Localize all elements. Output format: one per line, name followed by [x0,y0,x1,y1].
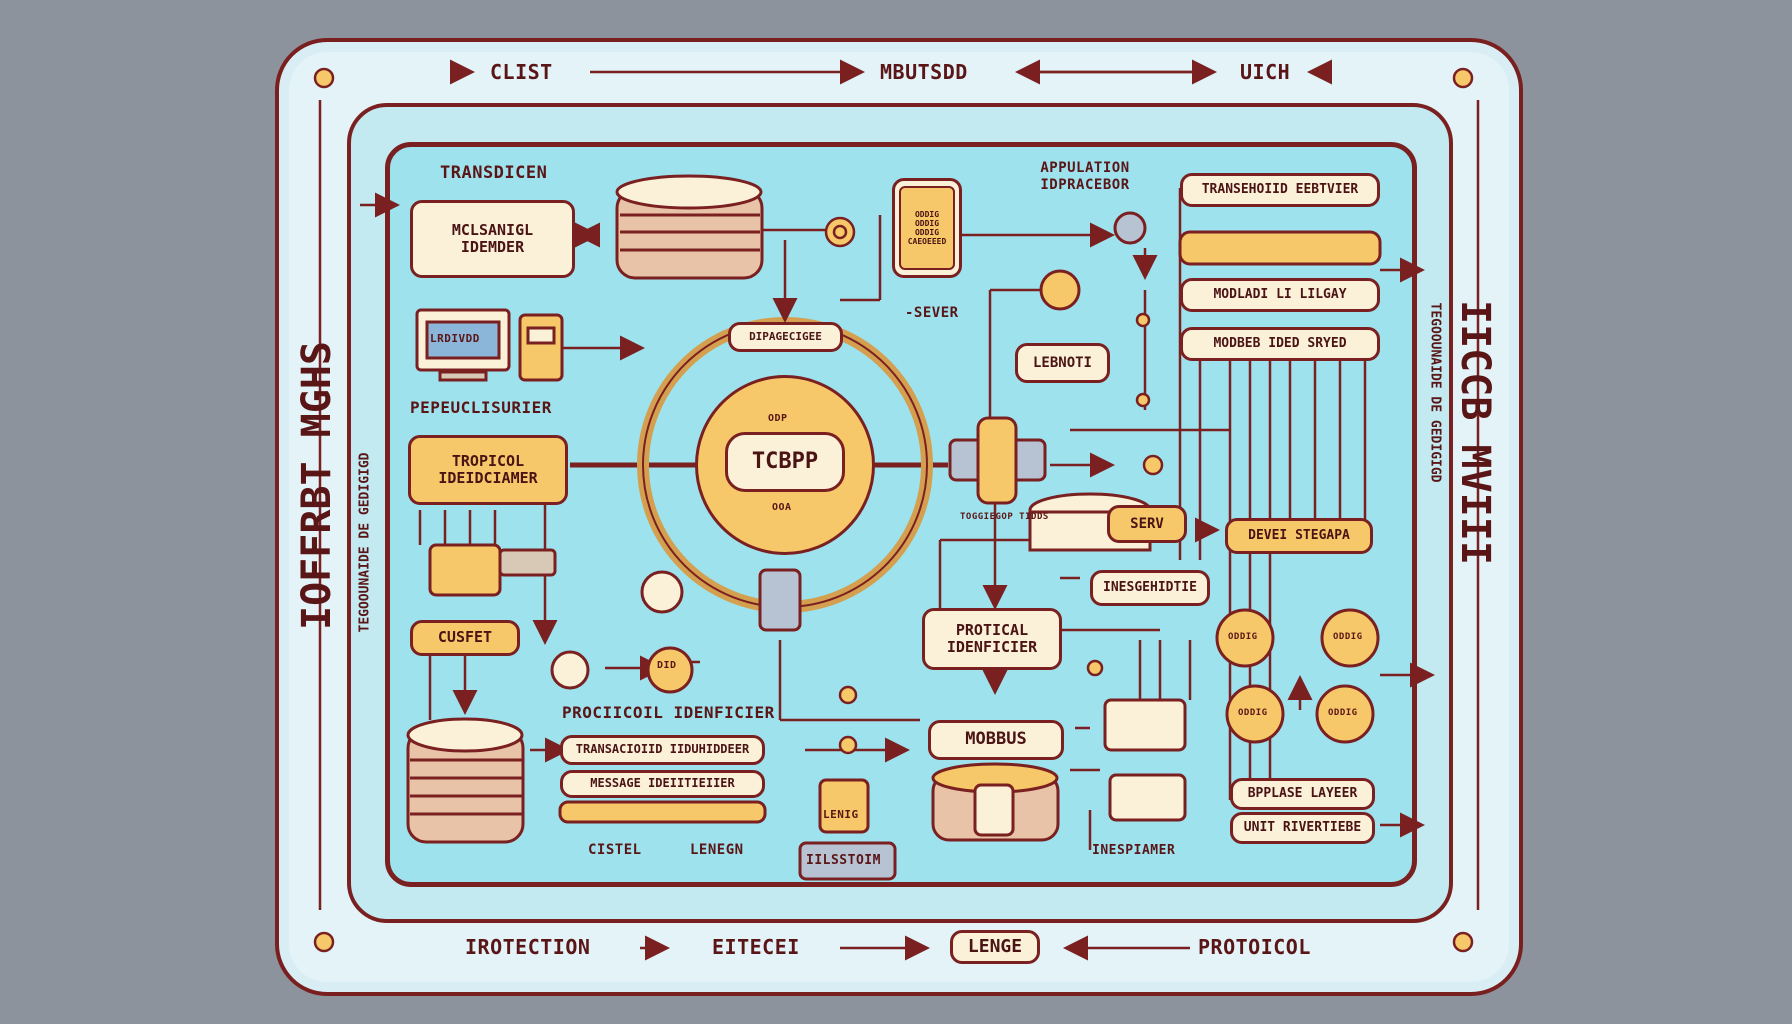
transaction-identifier-box: TRANSACIOIID IIDUHIDDEER [560,735,765,765]
mobbus-box: MOBBUS [928,720,1064,760]
center-hub-bottom: OOA [772,502,792,513]
server-line-3: ODDIG [914,228,940,237]
left-side-title: IOFFRBT MGHS [294,341,340,630]
server-line-2: ODDIG [914,218,940,228]
bottom-length-box: LENGE [950,930,1040,964]
devel-stegapa-box: DEVEI STEGAPA [1225,518,1373,554]
server-panel-inner: ODDIG ODDIG ODDIG CAEOEEED [899,186,955,270]
tropical-identifier-box: TROPICOL IDEIDCIAMER [408,435,568,505]
bottom-label-protocol: PROTOICOL [1198,935,1311,959]
switch-label: TOGGIEGOP TIDDS [960,512,1049,522]
cusfet-box: CUSFET [410,620,520,656]
computer-screen-text: LRDIVDD [430,332,480,345]
message-identifier-box: MCLSANIGL IDEMDER [410,200,575,278]
dipagecigee-box: DIPAGECIGEE [728,322,843,352]
right-side-subtitle: TEGOOUNAIDE DE GEDIGIGD [1427,302,1443,483]
cistel-label: CISTEL [588,842,642,858]
transport-service-box: TRANSEHOIID EEBTVIER [1180,173,1380,207]
bottom-pump-label: DID [657,660,677,671]
inespiamer-label: INESPIAMER [1092,843,1176,858]
sever-label: -SEVER [905,305,959,321]
inesgehidtie-box: INESGEHIDTIE [1090,570,1210,606]
server-line-4: CAEOEEED [907,237,947,247]
left-side-subtitle: TEGOOUNAIDE DE GEDIGIGD [357,452,373,633]
protocol-identifier-header: PROCIICOIL IDENFICIER [562,703,775,722]
iilsstoim-label: IILSSTOIM [806,853,881,868]
mobbeb-service-box: MODBEB IDED SRYED [1180,327,1380,361]
top-label-client: CLIST [490,60,553,84]
message-identifier-strip: MESSAGE IDEIITIEIIER [560,770,765,798]
server-line-1: ODDIG [914,209,940,219]
protocal-identifier-box: PROTICAL IDENFICIER [922,608,1062,670]
round-label-2: ODDIG [1333,632,1363,642]
bpplase-layer-box: BPPLASE LAYEER [1230,778,1375,810]
transdicen-label: TRANSDICEN [440,163,548,183]
lebnoti-box: LEBNOTI [1015,343,1110,383]
lenegn-label: LENEGN [690,842,744,858]
modladi-box: MODLADI LI LILGAY [1180,278,1380,312]
top-label-unit: UICH [1240,60,1291,84]
center-hub-label: TCBPP [725,432,845,492]
top-label-modbus: MBUTSDD [880,60,968,84]
round-label-1: ODDIG [1228,632,1258,642]
pepeuclisurier-label: PEPEUCLISURIER [410,398,552,417]
round-label-3: ODDIG [1238,708,1268,718]
bottom-label-protection: IROTECTION [465,935,591,959]
round-label-4: ODDIG [1328,708,1358,718]
unit-rivertiebe-box: UNIT RIVERTIEBE [1230,812,1375,844]
lenig-label: LENIG [823,808,859,821]
serv-box: SERV [1107,505,1187,543]
server-panel: ODDIG ODDIG ODDIG CAEOEEED [892,178,962,278]
application-header: APPULATION IDPRACEBOR [1040,160,1130,193]
right-side-title: IICCB MVIII [1452,300,1498,565]
bottom-label-eitecei: EITECEI [712,935,800,959]
center-hub-top: ODP [768,413,788,424]
